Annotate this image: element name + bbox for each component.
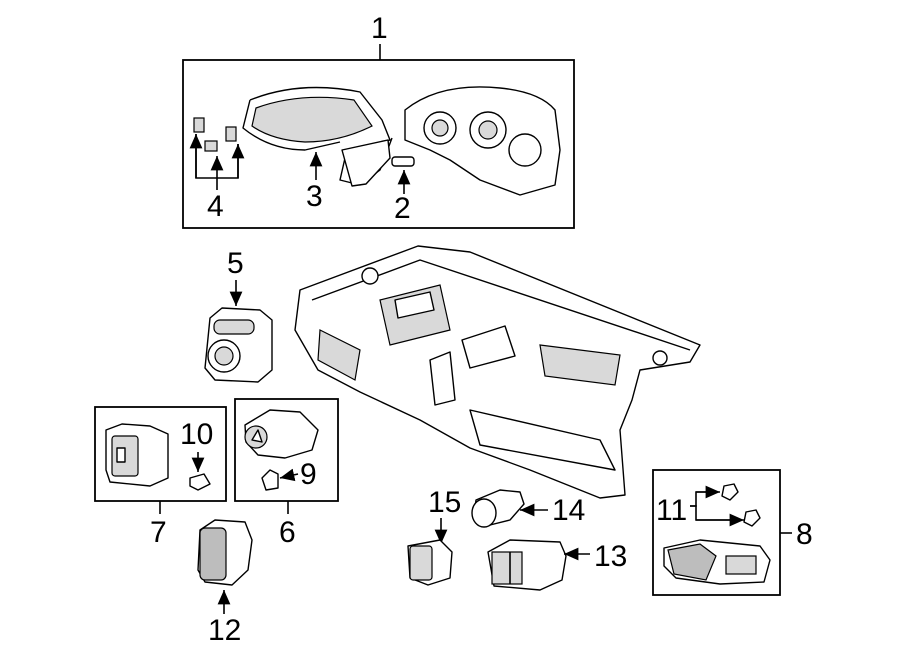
callout-10: 10 (180, 418, 213, 451)
cluster-group: 1 4 3 (182, 12, 575, 229)
callout-8: 8 (796, 518, 813, 551)
callout-3: 3 (306, 180, 323, 213)
callout-6: 6 (279, 516, 296, 549)
cluster-housing-part (404, 86, 561, 196)
callout-12: 12 (208, 614, 241, 647)
cluster-box (182, 59, 575, 229)
callout-13: 13 (594, 540, 627, 573)
callout-4: 4 (207, 190, 224, 223)
callout-14: 14 (552, 494, 585, 527)
cluster-lens-part (242, 86, 393, 187)
callout-5: 5 (227, 247, 244, 280)
bulb-10-part (189, 473, 211, 491)
part-14-group: 14 (471, 489, 585, 528)
bulb-11b-part (743, 509, 761, 527)
callout-2: 2 (394, 192, 411, 225)
switch-5-group: 5 (204, 247, 273, 383)
bulb-9-part (261, 469, 279, 491)
socket-part (391, 156, 415, 167)
bulb-11a-part (721, 483, 739, 501)
bulb-parts (193, 117, 237, 152)
instrument-panel-part (294, 245, 701, 499)
part-15-group: 15 (407, 486, 461, 586)
callout-1: 1 (371, 12, 388, 45)
group-7: 10 7 (94, 406, 227, 549)
part-13-group: 13 (487, 539, 627, 591)
group-8: 11 8 (652, 469, 813, 596)
callout-15: 15 (428, 486, 461, 519)
callout-9: 9 (300, 458, 317, 491)
box-6 (234, 398, 339, 502)
group-6: 9 6 (234, 398, 339, 549)
part-12-group: 12 (197, 519, 253, 647)
callout-7: 7 (150, 516, 167, 549)
callout-11: 11 (656, 494, 687, 527)
